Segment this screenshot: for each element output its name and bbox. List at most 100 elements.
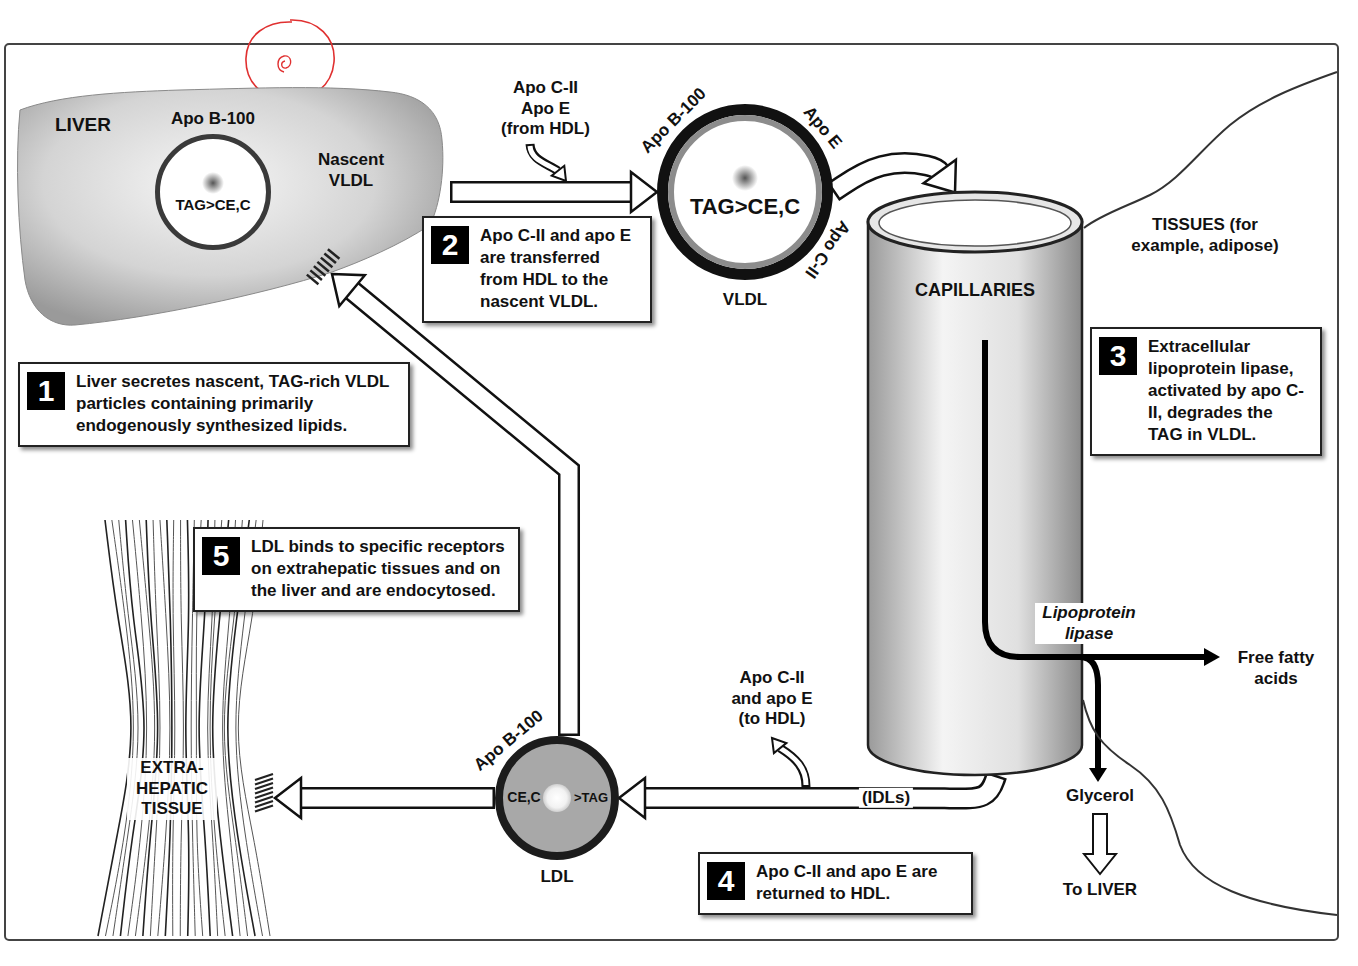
annotation-label: Nascent VLDL [305,150,397,191]
region-label: TISSUES (for example, adipose) [1125,215,1285,256]
particle-ring [663,110,828,275]
enzyme-path [1080,657,1098,771]
glycerol-arrow [1084,814,1116,874]
particle-ring [499,740,615,856]
connector-label: (IDLs) [859,788,913,808]
callout-text: LDL binds to specific receptors on extra… [251,536,510,602]
return-arrow-fill [780,748,806,785]
annotation-label: Apo C-II Apo E (from HDL) [499,78,592,140]
muscle-fiber [98,520,131,936]
callout-box: 4 Apo C-II and apo E are returned to HDL. [698,852,973,915]
vessel-rim [868,192,1082,252]
annotation-label: Apo C-II and apo E (to HDL) [727,668,817,730]
arrow-fill [835,163,941,190]
callout-box: 3 Extracellular lipoprotein lipase, activ… [1090,327,1322,456]
lipoprotein-circle: Apo B-100CE,C>TAGLDL [455,700,635,900]
arrow-fill [643,777,996,798]
lipoprotein-circle: Apo B-100TAG>CE,C [150,105,276,255]
particle-name: LDL [540,868,573,887]
transfer-arrow-outline [530,144,558,171]
organ-label: LIVER [55,113,111,136]
vessel-cylinder: CAPILLARIES [868,185,1082,775]
arrow-outline [643,775,996,799]
vessel-label: CAPILLARIES [868,280,1082,302]
shape-drawing [868,185,1082,775]
muscle-fiber [173,520,175,936]
flow-arrow [450,172,657,212]
muscle-fiber [150,520,160,936]
lipid-content: CE,C [507,790,540,805]
callout-number: 5 [202,537,240,575]
flow-arrow [619,775,996,818]
callout-number: 4 [707,862,745,900]
region-outline: TISSUES (for example, adipose) [1082,60,1338,940]
arrow-fill [453,183,634,200]
callout-number: 3 [1099,337,1137,375]
arrow-outline [450,181,633,203]
arrow-head [619,778,645,818]
callout-box: 5 LDL binds to specific receptors on extr… [193,527,520,612]
annotation-scribble [278,56,291,72]
arrow-head [631,172,657,212]
arrow-head [332,274,365,306]
arrow-outline [833,163,941,192]
vessel-wall [868,222,1082,775]
arrow-outline [299,787,495,809]
particle-band [671,118,819,266]
enzyme-arrowhead [1089,768,1107,782]
arrow-head [924,160,956,193]
callout-text: Apo C-II and apo E are returned to HDL. [756,861,963,905]
apoprotein-label: Apo B-100 [171,110,255,129]
callout-box: 2Apo C-II and apo E are transferred from… [422,216,652,323]
organ-outline [18,88,443,326]
organ-outline: LIVER Apo B-100TAG>CE,C [15,80,450,335]
particle-core [202,172,224,194]
particle-core [543,784,571,812]
callout-number: 2 [431,226,469,264]
return-arrow-outline [780,748,806,787]
transfer-arrow-fill [530,146,558,171]
flow-arrow [833,160,956,193]
particle-ring [158,137,269,248]
arrow-fill [350,289,569,733]
shape-drawing [1082,60,1338,940]
muscle-fiber [186,520,189,936]
muscle-fiber [120,520,144,936]
particle-outline [495,736,619,860]
region-outline [1084,72,1337,228]
muscle-fiber [105,520,133,936]
muscle-fiber [135,520,154,936]
muscle-fiber [180,520,183,936]
arrow-fill [299,790,493,807]
particle-outline [657,104,833,280]
particle-name: VLDL [723,291,767,310]
receptor-symbol [328,249,340,259]
particle-core [732,165,758,191]
callout-number: 1 [27,372,65,410]
arrow-outline [350,289,569,736]
frame [5,44,1338,940]
return-arrow-head [772,738,786,753]
muscle-fiber [165,520,172,936]
annotation-label: Free fatty acids [1226,648,1326,689]
annotation-label: To LIVER [1050,880,1150,901]
arrow-head [275,778,301,818]
lipid-content: TAG>CE,C [175,197,250,214]
particle-outline [155,134,271,250]
lipid-content: TAG>CE,C [690,195,800,219]
callout-box: 1 Liver secretes nascent, TAG-rich VLDL p… [18,362,410,447]
annotation-label: Glycerol [1050,786,1150,807]
enzyme-arrowhead [1204,648,1220,666]
receptor-symbol [255,806,273,812]
transfer-arrow-head [552,166,566,181]
callout-text: Liver secretes nascent, TAG-rich VLDL pa… [76,371,400,437]
region-label: EXTRA- HEPATIC TISSUE [127,758,217,820]
flow-arrow [275,778,495,818]
muscle-fiber [113,520,138,936]
vessel-opening [879,200,1071,246]
callout-text: Extracellular lipoprotein lipase, activa… [1148,336,1312,446]
annotation-label: Lipoprotein lipase [1035,603,1143,644]
lipid-content: >TAG [574,791,608,805]
flow-arrow [332,274,569,736]
